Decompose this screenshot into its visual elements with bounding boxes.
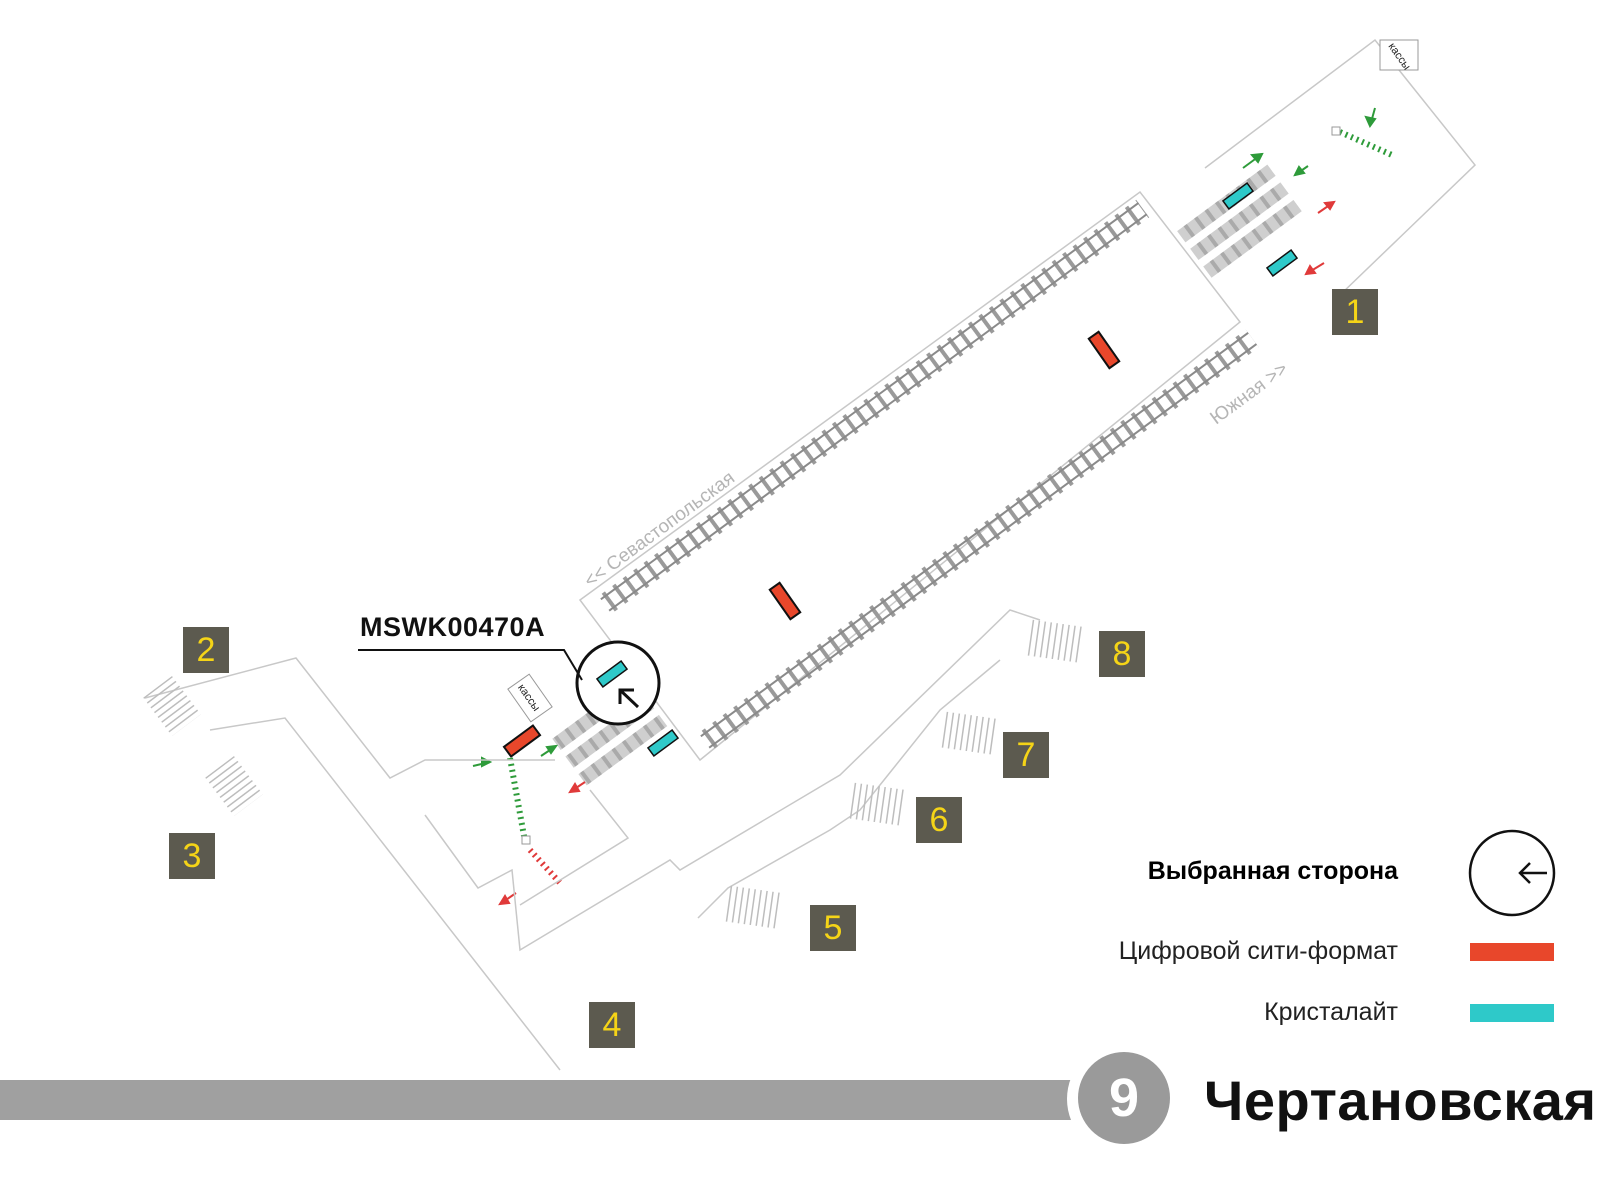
ad-panel-crystalite-north-2[interactable] (1265, 249, 1299, 277)
escalators-north (1177, 164, 1302, 278)
legend-digital-city-format-swatch (1470, 943, 1554, 961)
arrow-in-north (1242, 107, 1377, 177)
code-leader-line (358, 649, 583, 681)
legend-selected-side-circle (1468, 829, 1556, 917)
line-number-badge: 9 (1078, 1052, 1170, 1144)
ad-panel-crystalite-selected[interactable] (595, 660, 629, 688)
ad-panel-digital-south[interactable] (502, 724, 542, 758)
ad-panel-digital-platform-1[interactable] (768, 581, 802, 621)
exit-number-5[interactable]: 5 (810, 905, 856, 951)
north-vestibule-outline (1204, 38, 1477, 296)
exit-number-2[interactable]: 2 (183, 627, 229, 673)
legend-crystalite-label: Кристалайт (1264, 998, 1398, 1026)
ad-panel-digital-platform-2[interactable] (1087, 330, 1121, 370)
legend-selected-side-label: Выбранная сторона (1147, 857, 1398, 885)
selected-side-marker[interactable] (575, 640, 661, 726)
stairs-exit-8 (1025, 619, 1083, 663)
station-code-label: MSWK00470A (360, 612, 546, 642)
passage-outline-south-inner (519, 789, 630, 906)
ticket-office-south: кассы (507, 673, 553, 723)
stairs-exit-6 (847, 782, 905, 826)
exit-number-3[interactable]: 3 (169, 833, 215, 879)
passage-outline-west-inner (209, 717, 561, 1071)
passage-outline-south (424, 609, 1041, 952)
station-name-title: Чертановская (1204, 1069, 1597, 1132)
track-yuzhnaya (698, 329, 1259, 751)
exit-number-8[interactable]: 8 (1099, 631, 1145, 677)
turnstiles-north (1338, 129, 1394, 158)
ad-panel-crystalite-south[interactable] (646, 729, 680, 757)
exit-number-1[interactable]: 1 (1332, 289, 1378, 335)
stairs-exit-2 (143, 676, 201, 736)
turnstiles-south-in (507, 757, 527, 837)
legend-digital-city-format-label: Цифровой сити-формат (1118, 937, 1398, 965)
exit-number-6[interactable]: 6 (916, 797, 962, 843)
exit-number-7[interactable]: 7 (1003, 732, 1049, 778)
legend-crystalite-swatch (1470, 1004, 1554, 1022)
exit-number-4[interactable]: 4 (589, 1002, 635, 1048)
passage-outline-west (144, 657, 555, 779)
ad-panel-crystalite-north-1[interactable] (1221, 182, 1255, 210)
stairs-exit-5 (723, 885, 781, 929)
stairs-exit-7 (939, 711, 997, 755)
passage-outline-se (697, 659, 1001, 919)
arrow-left-icon (1518, 862, 1547, 884)
platform-outline (578, 190, 1242, 762)
metro-line-stripe (0, 1080, 1080, 1120)
ticket-office-north (1379, 39, 1419, 71)
turnstiles-south-out (527, 847, 565, 888)
arrow-out-north (1304, 200, 1336, 276)
track-sevastopolskaya (598, 199, 1150, 614)
arrow-out-south (498, 781, 586, 906)
arrow-up-left-icon (618, 688, 640, 709)
stairs-exit-3 (205, 756, 263, 816)
